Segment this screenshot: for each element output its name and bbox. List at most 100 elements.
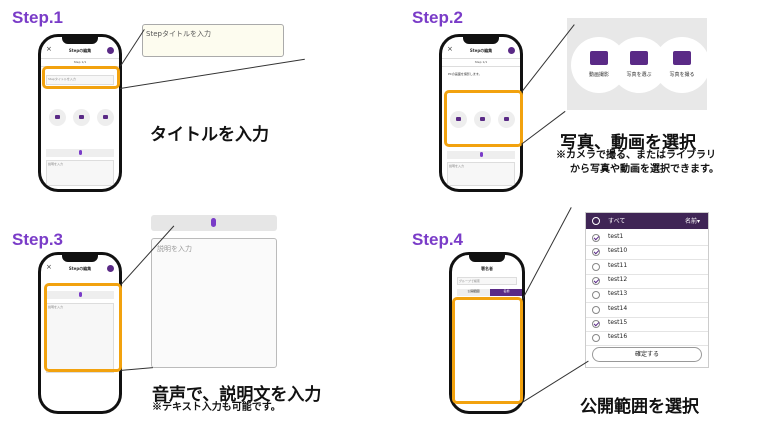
confirm-button[interactable]: 確定する [592,347,702,362]
checked-checkbox[interactable] [592,276,600,285]
zoom-video-label: 動画撮影 [588,72,609,78]
step1-phone: × Stepの編集 Step 1/1 Stepタイトルを入力 説明を入力 [38,34,122,192]
step4-caption: 公開範囲を選択 [580,397,699,416]
camera-button[interactable] [498,111,515,128]
step2-note-line1: ※カメラで撮る、またはライブラリ [556,150,716,161]
mic-bar[interactable] [447,151,515,159]
checked-checkbox[interactable] [592,319,600,328]
visibility-list-panel: すべて 名前▾ test1 test10 test11 test12 test13 tes… [585,212,709,368]
phone-title: Stepの編集 [68,266,92,271]
step3-label: Step.3 [12,230,64,249]
sort-dropdown[interactable]: 名前▾ [684,218,700,225]
list-item-label: test13 [608,290,628,298]
checked-checkbox[interactable] [592,234,600,242]
media-zoom-panel: 動画撮影 写真を選ぶ 写真を撮る [567,18,710,110]
connector-line [521,110,566,145]
step1-highlight [42,66,120,89]
list-item[interactable]: test13 [586,288,708,304]
step4-phone: 署名者 グループで検索 公開範囲 名前 [449,252,525,414]
phone-notch [469,255,505,262]
list-item-label: test12 [608,275,628,283]
checked-checkbox[interactable] [592,248,600,257]
phone-title: Stepの編集 [469,48,493,53]
list-item[interactable]: test12 [586,274,708,289]
unchecked-checkbox[interactable] [592,334,600,343]
step2-caption: 写真、動画を選択 [560,133,696,152]
zoom-camera-button[interactable]: 写真を撮る [654,37,710,93]
mic-zoom-bar[interactable] [151,215,277,231]
phone-title: 署名者 [481,266,493,271]
select-all-checkbox[interactable] [592,217,600,225]
description-field[interactable]: 説明を入力 [447,162,515,186]
connector-line [522,360,589,403]
close-icon[interactable]: × [46,45,52,53]
unchecked-checkbox[interactable] [592,305,600,314]
tab-name[interactable]: 名前 [490,289,522,296]
list-item[interactable]: test16 [586,331,708,347]
unchecked-checkbox[interactable] [592,291,600,300]
close-icon[interactable]: × [447,45,453,53]
zoom-photo-library-label: 写真を選ぶ [626,72,652,78]
step4-highlight [452,297,523,404]
unchecked-checkbox[interactable] [592,262,600,271]
photo-library-button[interactable] [474,111,491,128]
step-pager[interactable]: Step 1/1 [442,58,520,67]
step1-caption: タイトルを入力 [150,125,269,144]
step2-note-line2: から写真や動画を選択できます。 [570,164,719,175]
list-item-label: test11 [608,261,628,269]
step3-caption: 音声で、説明文を入力 [152,385,322,404]
close-icon[interactable]: × [46,263,52,271]
list-item-label: test15 [608,318,628,326]
list-item-label: test14 [608,304,628,312]
mic-icon [211,218,216,227]
list-item-label: test16 [608,333,628,341]
mic-bar[interactable] [46,149,114,157]
description-zoom-placeholder: 説明を入力 [157,245,192,253]
step2-highlight [444,90,523,147]
list-header: すべて 名前▾ [586,213,708,229]
step4-label: Step.4 [412,230,464,249]
list-item-label: test10 [608,247,628,255]
mic-bar[interactable] [46,291,114,299]
tab-visibility[interactable]: 公開範囲 [457,289,490,296]
list-item[interactable]: test14 [586,303,708,318]
phone-notch [463,37,499,44]
photo-library-button[interactable] [73,109,90,126]
connector-line [120,367,153,371]
description-field[interactable]: 説明を入力 [46,160,114,186]
title-zoom-placeholder: Stepタイトルを入力 [146,30,211,38]
step2-label: Step.2 [412,8,464,27]
avatar[interactable] [107,265,114,272]
step3-note: ※テキスト入力も可能です。 [152,402,281,413]
step3-phone: × Stepの編集 説明を入力 [38,252,122,414]
list-item[interactable]: test10 [586,245,708,261]
video-icon [590,51,608,65]
step-text: PCの画面を撮影します。 [447,71,515,81]
step3-highlight [44,283,122,372]
step2-phone: × Stepの編集 Step 1/1 PCの画面を撮影します。 説明を入力 [439,34,523,192]
camera-icon [673,51,691,65]
connector-line [120,58,305,89]
zoom-photo-library-button[interactable]: 写真を選ぶ [611,37,667,93]
list-item[interactable]: test1 [586,231,708,246]
list-item-label: test1 [608,233,624,240]
connector-line [522,207,572,300]
phone-title: Stepの編集 [68,48,92,53]
phone-notch [62,37,98,44]
zoom-camera-label: 写真を撮る [669,72,695,78]
photo-icon [630,51,648,65]
video-button[interactable] [450,111,467,128]
title-zoom-panel: Stepタイトルを入力 [142,24,284,57]
camera-button[interactable] [97,109,114,126]
description-zoom-field[interactable]: 説明を入力 [151,238,277,368]
phone-notch [62,255,98,262]
list-header-label: すべて [608,218,626,225]
list-item[interactable]: test11 [586,260,708,275]
title-field[interactable]: Stepタイトルを入力 [46,75,114,85]
avatar[interactable] [508,47,515,54]
avatar[interactable] [107,47,114,54]
video-button[interactable] [49,109,66,126]
group-search-input[interactable]: グループで検索 [457,277,517,285]
step1-label: Step.1 [12,8,64,27]
list-item[interactable]: test15 [586,317,708,332]
